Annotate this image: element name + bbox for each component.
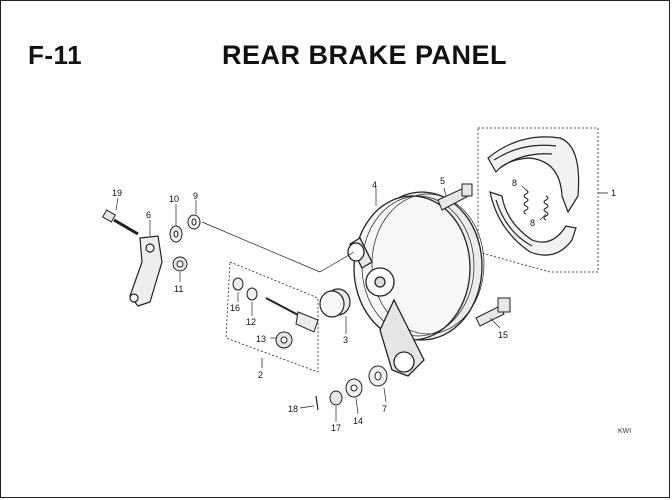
- part-number-14: 14: [353, 416, 363, 426]
- part-number-7: 7: [382, 404, 387, 414]
- brake-shoe-upper: [487, 136, 580, 214]
- leader-lines: [115, 185, 547, 422]
- part-number-11: 11: [174, 284, 183, 294]
- part-number-1: 1: [611, 188, 616, 198]
- brake-panel: [347, 191, 485, 377]
- nut-17: [329, 390, 343, 406]
- indicator-plate: [265, 297, 319, 333]
- pin-18: [315, 395, 319, 411]
- brake-shoe-group: [477, 127, 608, 273]
- washer-7: [368, 365, 388, 387]
- nut-13: [275, 331, 293, 349]
- washer-16: [232, 277, 244, 291]
- bolt-19: [101, 209, 139, 236]
- part-number-8b: 8: [530, 218, 535, 228]
- diagram-title: REAR BRAKE PANEL: [222, 40, 508, 70]
- part-number-15: 15: [498, 330, 508, 340]
- part-number-18: 18: [288, 404, 298, 414]
- return-spring-1: [523, 189, 529, 215]
- return-spring-2: [543, 195, 549, 221]
- brake-arm: [129, 235, 163, 307]
- part-number-16: 16: [230, 303, 240, 313]
- brake-shoe-lower: [489, 191, 577, 256]
- bolt-15: [475, 297, 511, 327]
- part-number-19: 19: [112, 188, 122, 198]
- nut-11: [172, 256, 188, 272]
- part-number-10: 10: [169, 194, 179, 204]
- part-number-5: 5: [440, 176, 445, 186]
- part-number-2: 2: [258, 370, 263, 380]
- washer-9: [187, 214, 201, 230]
- indicator-group: [225, 261, 319, 373]
- part-number-4: 4: [372, 180, 377, 190]
- part-number-9: 9: [193, 191, 198, 201]
- part-number-6: 6: [146, 210, 151, 220]
- part-number-13: 13: [256, 334, 266, 344]
- washer-12: [246, 287, 258, 301]
- part-number-17: 17: [331, 423, 341, 433]
- part-number-3: 3: [343, 335, 348, 345]
- collar-3: [319, 288, 351, 318]
- washer-10: [169, 225, 183, 243]
- part-number-12: 12: [246, 317, 256, 327]
- diagram-code: F-11: [28, 40, 83, 70]
- part-number-8a: 8: [512, 178, 517, 188]
- corner-mark: KWI: [618, 428, 632, 435]
- bolt-5: [437, 183, 473, 211]
- washer-14: [345, 378, 363, 398]
